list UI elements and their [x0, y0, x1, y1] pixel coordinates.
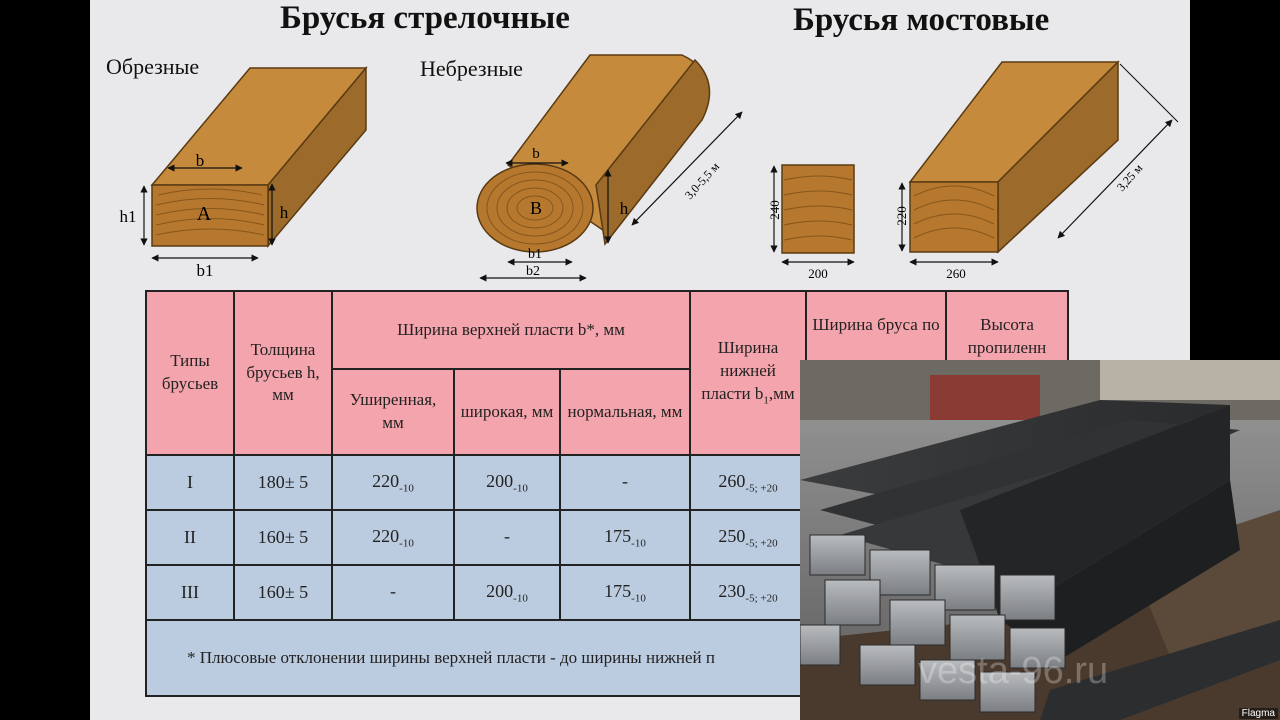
cell-bottom: 260-5; +20	[689, 454, 808, 511]
label-b-letter: B	[530, 198, 542, 218]
caption-edged: Обрезные	[106, 54, 200, 79]
bridge-cross-section: 240 200	[767, 164, 855, 281]
label-a-h1: h1	[120, 207, 137, 226]
flagma-badge: Flagma	[1238, 708, 1278, 719]
cell-bottom: 250-5; +20	[689, 509, 808, 566]
cell-wide: 200-10	[453, 454, 561, 511]
label-b-b1: b1	[528, 247, 542, 262]
label-a-b: b	[196, 151, 205, 170]
beam-a-edged: b A b1 h1 h	[120, 65, 368, 280]
caption-unedged: Небрезные	[420, 56, 523, 81]
header-bottom-width: Ширина нижней пласти b1,мм	[689, 290, 808, 456]
label-a-h: h	[280, 203, 289, 222]
label-bridge2-h: 220	[894, 206, 909, 226]
cell-bottom: 230-5; +20	[689, 564, 808, 621]
label-b-b: b	[532, 146, 540, 162]
tie-drawings: b A b1 h1 h b B b1 b2 h 3,0-5,5 м	[120, 54, 1179, 282]
cell-type: II	[145, 509, 235, 566]
label-bridge2-w: 260	[946, 266, 966, 281]
cell-normal: 175-10	[558, 564, 692, 621]
cell-type: I	[145, 454, 235, 511]
watermark-text: vesta-96.ru	[918, 650, 1109, 692]
header-top-width: Ширина верхней пласти b*, мм	[330, 290, 692, 370]
label-bridge-h: 240	[767, 200, 782, 220]
header-wide: широкая, мм	[453, 368, 561, 456]
cell-thickness: 160± 5	[233, 564, 333, 621]
photo-stacked-ties: vesta-96.ru Flagma	[800, 360, 1280, 720]
cell-thickness: 160± 5	[233, 509, 333, 566]
header-widened: Уширенная, мм	[331, 368, 455, 456]
cell-normal: -	[558, 454, 692, 511]
label-b-b2: b2	[526, 264, 540, 279]
bridge-beam: 220 260 3,25 м	[894, 60, 1179, 281]
header-normal: нормальная, мм	[558, 368, 692, 456]
title-switch-ties: Брусья стрелочные	[280, 0, 570, 36]
beam-b-unedged: b B b1 b2 h 3,0-5,5 м	[476, 54, 743, 282]
label-b-h: h	[620, 199, 629, 218]
photo-illustration	[800, 360, 1280, 720]
cell-normal: 175-10	[558, 509, 692, 566]
cell-thickness: 180± 5	[233, 454, 333, 511]
label-bridge-w: 200	[808, 266, 828, 281]
header-thickness: Толщина брусьев h, мм	[233, 290, 333, 456]
cell-type: III	[145, 564, 235, 621]
label-a-letter: A	[197, 203, 212, 225]
label-a-b1: b1	[197, 261, 214, 280]
header-types: Типы брусьев	[145, 290, 235, 456]
cell-widened: 220-10	[331, 454, 455, 511]
label-bridge2-length: 3,25 м	[1114, 161, 1146, 194]
cell-wide: 200-10	[453, 564, 561, 621]
cell-widened: 220-10	[331, 509, 455, 566]
cell-widened: -	[331, 564, 455, 621]
title-bridge-ties: Брусья мостовые	[793, 2, 1050, 38]
cell-wide: -	[453, 509, 561, 566]
label-b-length: 3,0-5,5 м	[682, 159, 723, 202]
